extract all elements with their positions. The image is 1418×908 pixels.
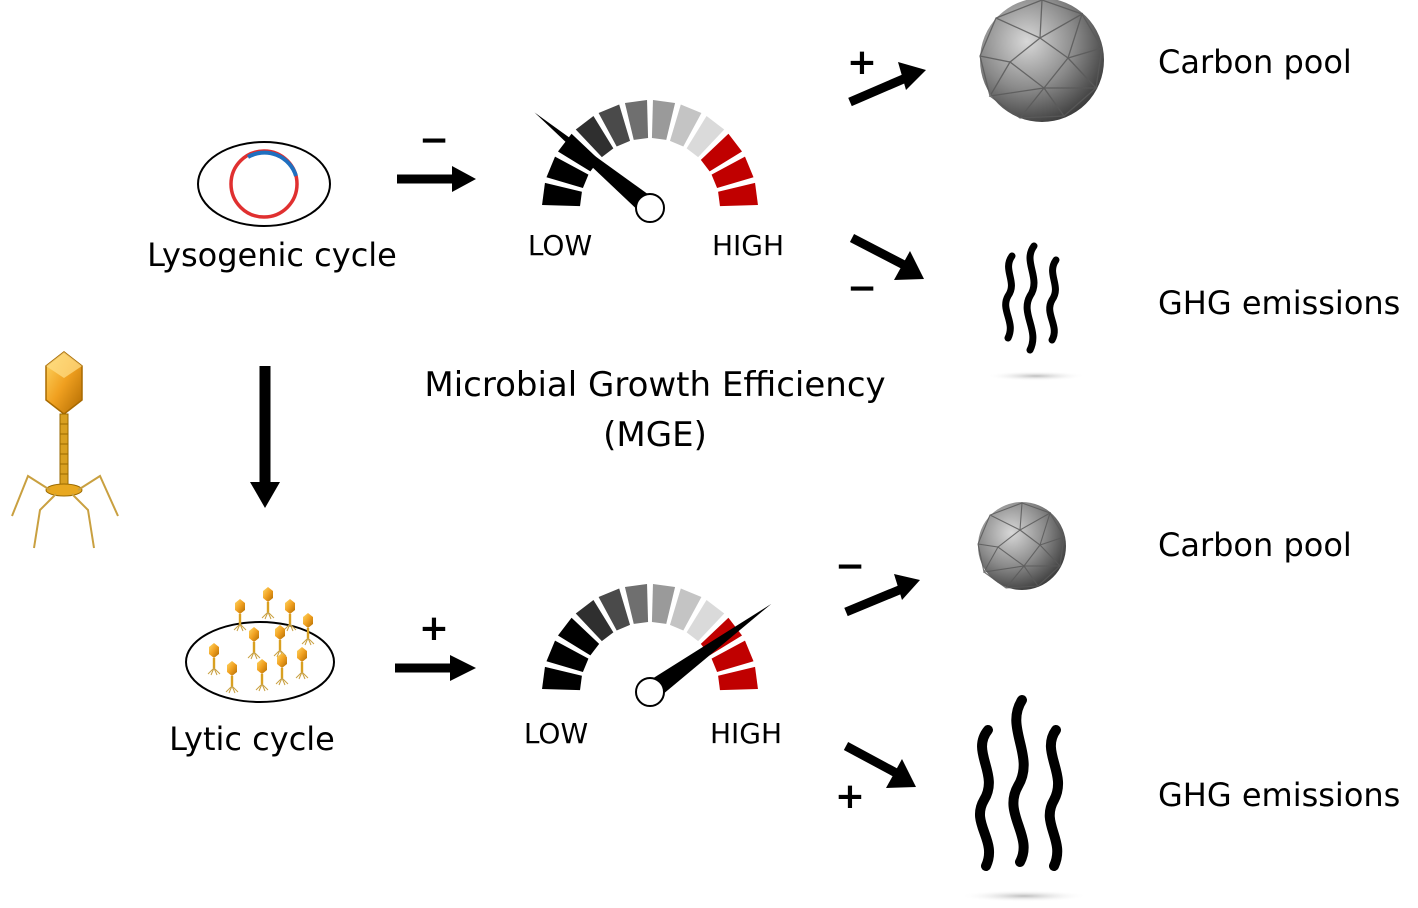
bottom-input-arrow bbox=[395, 655, 476, 681]
bacteriophage-icon bbox=[11, 351, 119, 549]
top-input-sign: − bbox=[419, 120, 449, 161]
top-gauge-low-label: LOW bbox=[528, 229, 592, 262]
bottom-gauge-segment bbox=[624, 584, 649, 624]
bottom-gauge-segment bbox=[542, 666, 582, 691]
top-ghg-shadow bbox=[986, 371, 1086, 381]
bottom-gauge-segment bbox=[686, 599, 725, 642]
top-input-arrow bbox=[397, 166, 476, 192]
bottom-ghg-arrow bbox=[843, 742, 916, 788]
top-gauge-segment bbox=[711, 156, 754, 189]
bottom-gauge-segment bbox=[718, 666, 758, 691]
top-gauge-segment bbox=[700, 133, 743, 172]
top-gauge-needle bbox=[534, 112, 657, 216]
top-ghg-label: GHG emissions bbox=[1158, 284, 1400, 322]
bottom-gauge-segment bbox=[669, 588, 702, 631]
top-gauge-segment bbox=[718, 182, 758, 207]
bottom-gauge-segment bbox=[651, 584, 676, 624]
bottom-gauge-low-label: LOW bbox=[524, 717, 588, 750]
bottom-input-sign: + bbox=[419, 608, 449, 649]
top-gauge-segment bbox=[575, 115, 614, 158]
bottom-mge-gauge bbox=[542, 584, 772, 707]
top-mge-gauge bbox=[534, 100, 758, 223]
bottom-gauge-hub bbox=[635, 677, 665, 707]
bottom-gauge-segment bbox=[546, 640, 589, 673]
top-gauge-segment bbox=[686, 115, 725, 158]
bottom-carbon-sign: − bbox=[835, 546, 865, 587]
lysogenic-cycle-label: Lysogenic cycle bbox=[147, 236, 397, 274]
top-carbon-pool-label: Carbon pool bbox=[1158, 43, 1352, 81]
bottom-gauge-high-label: HIGH bbox=[710, 717, 782, 750]
bottom-gauge-segment bbox=[575, 599, 614, 642]
bottom-gauge-segment bbox=[557, 617, 600, 656]
top-gauge-segment bbox=[669, 104, 702, 147]
top-gauge-high-label: HIGH bbox=[712, 229, 784, 262]
lysogenic-to-lytic-arrow bbox=[250, 366, 280, 508]
top-carbon-pool-icon bbox=[979, 0, 1104, 122]
mge-abbreviation: (MGE) bbox=[603, 415, 707, 455]
bottom-carbon-pool-label: Carbon pool bbox=[1158, 526, 1352, 564]
lytic-cycle-label: Lytic cycle bbox=[169, 720, 335, 758]
top-ghg-arrow bbox=[849, 234, 924, 280]
lytic-cell-icon bbox=[185, 586, 335, 703]
bottom-gauge-segment bbox=[598, 588, 631, 631]
bottom-gauge-segment bbox=[711, 640, 754, 673]
top-gauge-segment bbox=[651, 100, 676, 140]
top-gauge-segment bbox=[542, 182, 582, 207]
bottom-ghg-emissions-icon bbox=[975, 695, 1064, 871]
bottom-gauge-needle bbox=[644, 603, 772, 701]
lysogenic-cell-icon bbox=[197, 141, 331, 227]
top-gauge-segment bbox=[546, 156, 589, 189]
top-ghg-sign: − bbox=[847, 268, 877, 309]
top-gauge-segment bbox=[624, 100, 649, 140]
bottom-ghg-sign: + bbox=[835, 776, 865, 817]
bottom-carbon-pool-icon bbox=[977, 502, 1066, 590]
bottom-ghg-label: GHG emissions bbox=[1158, 776, 1400, 814]
top-carbon-sign: + bbox=[847, 42, 877, 83]
mge-title: Microbial Growth Efficiency bbox=[424, 365, 885, 405]
bottom-carbon-arrow bbox=[844, 574, 920, 617]
bottom-ghg-shadow bbox=[960, 890, 1088, 902]
top-gauge-segment bbox=[598, 104, 631, 147]
top-carbon-arrow bbox=[848, 62, 926, 107]
top-gauge-hub bbox=[635, 193, 665, 223]
top-ghg-emissions-icon bbox=[1002, 242, 1060, 354]
